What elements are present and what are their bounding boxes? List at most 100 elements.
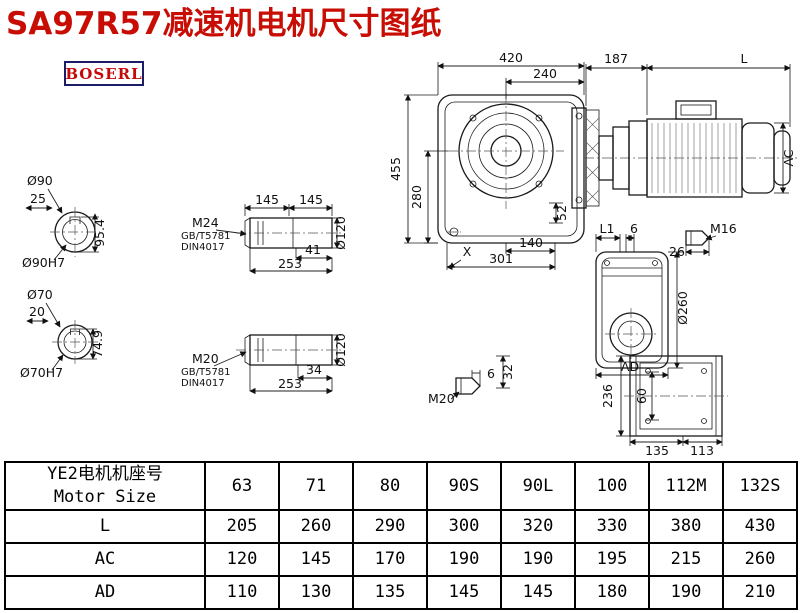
bore-70h7-label: Ø70H7 — [20, 365, 63, 380]
dim-value: 180 — [574, 574, 650, 610]
std-din-label-top: DIN4017 — [181, 242, 225, 253]
dim-280: 280 — [409, 185, 424, 209]
thread-m20-bolt-label: M20 — [428, 391, 455, 406]
thread-m20-label: M20 — [192, 351, 219, 366]
dim-135: 135 — [645, 443, 669, 458]
table-header-row: YE2电机机座号 Motor Size 63 71 80 90S 90L 100… — [4, 461, 798, 511]
dia-120-label-bottom: Ø120 — [333, 333, 348, 367]
motor-dimension-table: YE2电机机座号 Motor Size 63 71 80 90S 90L 100… — [4, 461, 798, 610]
dim-34: 34 — [306, 362, 322, 377]
table-row-L: L 205 260 290 300 320 330 380 430 — [4, 508, 798, 544]
dia-70-label: Ø70 — [27, 287, 53, 302]
dim-value: 130 — [278, 574, 354, 610]
dim-95-4: 95.4 — [92, 219, 107, 247]
size-col-header: 112M — [648, 461, 724, 511]
dim-value: 210 — [722, 574, 798, 610]
dia-90-label: Ø90 — [27, 173, 53, 188]
dim-value: 380 — [648, 508, 724, 544]
row-label: AD — [4, 574, 206, 610]
motor-size-header-cell: YE2电机机座号 Motor Size — [4, 461, 206, 511]
bore-90h7-label: Ø90H7 — [22, 255, 65, 270]
table-row-AC: AC 120 145 170 190 190 195 215 260 — [4, 541, 798, 577]
terminal-box — [675, 100, 717, 120]
size-col-header: 100 — [574, 461, 650, 511]
dim-420: 420 — [499, 50, 523, 65]
dim-value: 135 — [352, 574, 428, 610]
dim-value: 120 — [204, 541, 280, 577]
dim-26: 26 — [669, 244, 685, 259]
motor-size-header-en: Motor Size — [53, 486, 157, 507]
std-gb-label-bottom: GB/T5781 — [181, 367, 231, 378]
table-row-AD: AD 110 130 135 145 145 180 190 210 — [4, 574, 798, 610]
dim-value: 290 — [352, 508, 428, 544]
dim-value: 260 — [722, 541, 798, 577]
dim-41: 41 — [305, 242, 321, 257]
dim-value: 190 — [426, 541, 502, 577]
dim-74-9: 74.9 — [90, 330, 105, 358]
shaft-end-view-70: Ø70 20 74.9 Ø70H7 — [20, 287, 105, 380]
dia-260-label: Ø260 — [675, 291, 690, 325]
dim-60: 60 — [634, 388, 649, 404]
dim-140: 140 — [519, 235, 543, 250]
bolt-detail-m16: M16 26 — [669, 221, 737, 259]
dim-value: 145 — [500, 574, 576, 610]
dim-value: 170 — [352, 541, 428, 577]
dim-value: 300 — [426, 508, 502, 544]
motor-side-view: AC 187 L — [584, 51, 797, 207]
bolt-detail-m20: 6 32 M20 — [428, 355, 515, 406]
motor-size-header-cn: YE2电机机座号 — [47, 464, 163, 484]
dia-120-label-top: Ø120 — [333, 216, 348, 250]
dim-value: 330 — [574, 508, 650, 544]
dim-value: 205 — [204, 508, 280, 544]
brand-logo: BOSERL — [64, 61, 144, 86]
dim-value: 430 — [722, 508, 798, 544]
dim-236: 236 — [600, 384, 615, 408]
dim-113: 113 — [690, 443, 714, 458]
dim-l1: L1 — [600, 221, 615, 236]
output-shaft-detail-m20: Ø120 M20 GB/T5781 DIN4017 34 253 — [181, 333, 348, 395]
dim-455: 455 — [388, 157, 403, 181]
dim-253-bottom: 253 — [278, 376, 302, 391]
dim-145-a: 145 — [255, 192, 279, 207]
size-col-header: 132S — [722, 461, 798, 511]
dim-145-b: 145 — [299, 192, 323, 207]
size-col-header: 90S — [426, 461, 502, 511]
dim-value: 190 — [500, 541, 576, 577]
gearbox-top-view: 236 60 135 113 — [600, 355, 728, 458]
dim-value: 145 — [426, 574, 502, 610]
std-gb-label-top: GB/T5781 — [181, 231, 231, 242]
size-col-header: 71 — [278, 461, 354, 511]
dim-value: 110 — [204, 574, 280, 610]
page-title: SA97R57减速机电机尺寸图纸 — [6, 6, 442, 42]
output-shaft-detail-m24: 145 145 Ø120 M24 GB/T5781 DIN4017 41 253 — [181, 192, 348, 275]
dim-value: 260 — [278, 508, 354, 544]
thread-m24-label: M24 — [192, 215, 219, 230]
row-label: AC — [4, 541, 206, 577]
dim-240: 240 — [533, 66, 557, 81]
dim-187: 187 — [604, 51, 628, 66]
dim-value: 195 — [574, 541, 650, 577]
gearbox-front-view: 420 240 455 280 52 140 — [388, 50, 587, 271]
dim-32: 32 — [500, 364, 515, 380]
dim-value: 215 — [648, 541, 724, 577]
dim-6-bolt: 6 — [487, 366, 495, 381]
size-col-header: 63 — [204, 461, 280, 511]
dim-301: 301 — [489, 251, 513, 266]
dim-6-side: 6 — [630, 221, 638, 236]
dim-l: L — [741, 51, 748, 66]
dim-253-top: 253 — [278, 256, 302, 271]
shaft-end-view-90: Ø90 25 95.4 Ø90H7 — [22, 173, 107, 270]
brand-logo-text: BOSERL — [65, 64, 143, 83]
std-din-label-bottom: DIN4017 — [181, 378, 225, 389]
thread-m16-label: M16 — [710, 221, 737, 236]
size-col-header: 90L — [500, 461, 576, 511]
dim-ac: AC — [781, 149, 796, 166]
dim-value: 190 — [648, 574, 724, 610]
dim-52: 52 — [554, 205, 569, 221]
technical-drawing: Ø90 25 95.4 Ø90H7 Ø70 20 74.9 — [20, 50, 797, 458]
dim-value: 145 — [278, 541, 354, 577]
dim-key-20: 20 — [29, 304, 45, 319]
dim-value: 320 — [500, 508, 576, 544]
dim-key-25: 25 — [30, 191, 46, 206]
